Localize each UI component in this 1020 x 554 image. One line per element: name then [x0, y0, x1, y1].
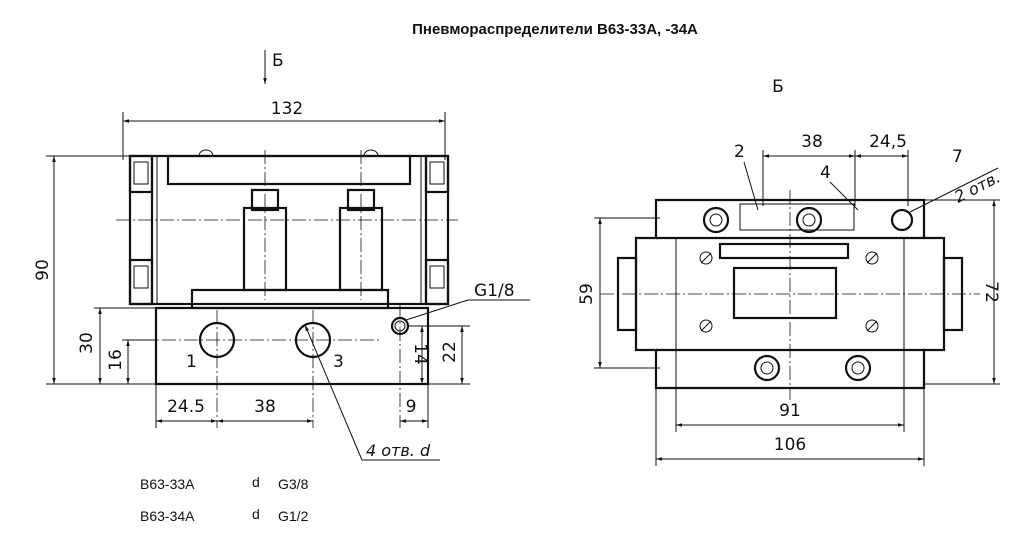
- dim-38-text: 38: [254, 397, 276, 417]
- table-row-1-value: G3/8: [278, 476, 309, 492]
- variant-table: В63-33А d G3/8 В63-34А d G1/2: [140, 474, 309, 524]
- manifold-block: [154, 306, 430, 386]
- side-dim-38-text: 38: [801, 132, 823, 152]
- mount-hole-br: [844, 354, 872, 382]
- dim-90-text: 90: [33, 259, 53, 281]
- g18-leader: [405, 299, 469, 321]
- right-bottom-screw: [429, 265, 445, 289]
- port-1-label: 1: [186, 352, 197, 372]
- callout-2-text: 2: [734, 142, 745, 162]
- dim-245-text: 24.5: [167, 397, 205, 417]
- dim-30-text: 30: [77, 332, 97, 354]
- table-row-2-model: В63-34А: [140, 508, 195, 524]
- table-row-1-model: В63-33А: [140, 476, 195, 492]
- dim-16-text: 16: [106, 349, 126, 371]
- dim-14-text: 14: [410, 343, 430, 365]
- mount-hole-bl: [753, 354, 781, 382]
- callout-4-text: 4: [820, 163, 831, 183]
- holes-leader: [304, 324, 363, 461]
- left-top-screw: [133, 161, 149, 185]
- left-bottom-screw: [133, 265, 149, 289]
- side-holes-note: 2 отв.: [951, 167, 1003, 206]
- dim-132-text: 132: [271, 99, 303, 119]
- dim-22-text: 22: [440, 341, 460, 363]
- right-top-screw: [429, 161, 445, 185]
- name-plate-top: [718, 242, 850, 260]
- name-plate-center: [732, 266, 838, 320]
- table-row-1-param: d: [252, 474, 260, 490]
- view-arrow-label: Б: [272, 51, 284, 71]
- side-dim-106-text: 106: [774, 435, 806, 455]
- side-dim-72-text: 72: [981, 281, 1001, 303]
- top-cover: [166, 154, 412, 186]
- left-top-bracket: [128, 154, 154, 194]
- side-dim-59-text: 59: [577, 283, 597, 305]
- side-view: Б: [577, 77, 1003, 466]
- side-dim-245-text: 24,5: [869, 132, 907, 152]
- side-dim-91-text: 91: [779, 401, 801, 421]
- table-row-2-value: G1/2: [278, 508, 309, 524]
- thread-g18-text: G1/8: [474, 281, 515, 301]
- right-bottom-bracket: [424, 258, 450, 306]
- callout-7-leader: [909, 167, 999, 213]
- holes-note-text: 4 отв. d: [366, 441, 431, 460]
- right-top-bracket: [424, 154, 450, 194]
- port-3-label: 3: [333, 352, 344, 372]
- drawing-title: Пневмораспределители В63-33А, -34А: [412, 21, 698, 38]
- dim-9-text: 9: [406, 397, 417, 417]
- actuator-housing: [128, 154, 450, 306]
- table-row-2-param: d: [252, 506, 260, 522]
- base-plate: [190, 288, 390, 310]
- side-view-label: Б: [772, 77, 784, 97]
- mount-hole-tl: [702, 206, 730, 234]
- callout-7-text: 7: [952, 147, 963, 167]
- front-view: Б 1 3: [33, 50, 530, 461]
- left-bottom-bracket: [128, 258, 154, 306]
- mount-hole-tm: [795, 206, 823, 234]
- mount-hole-tr: [890, 208, 914, 232]
